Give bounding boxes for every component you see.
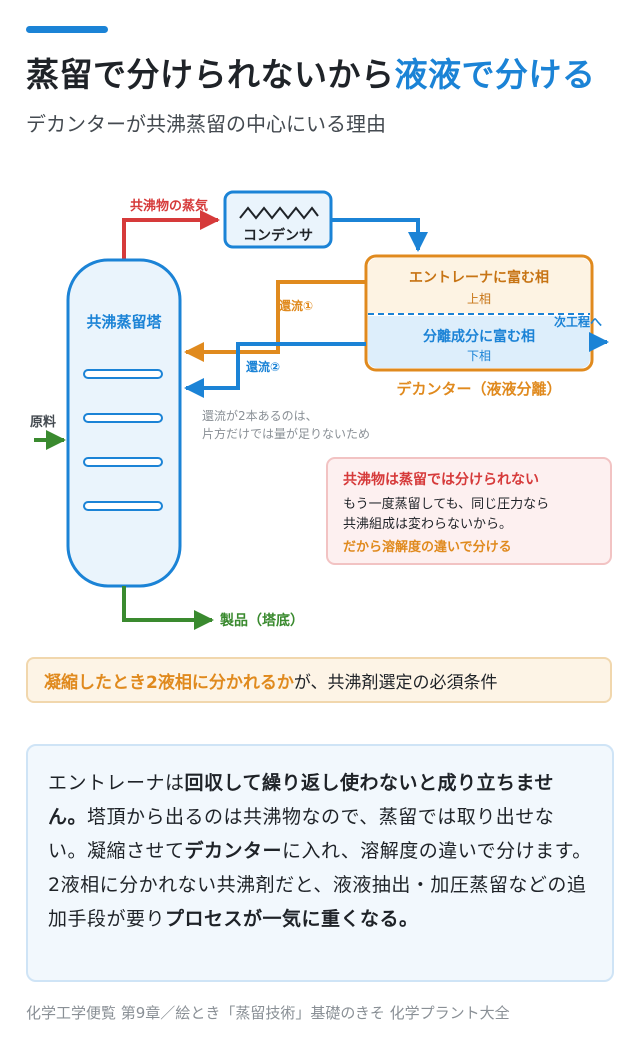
page-title: 蒸留で分けられないから液液で分ける — [26, 48, 596, 96]
note-strong: 凝縮したとき2液相に分かれるか — [44, 672, 294, 693]
explain-bold-2: デカンター — [184, 840, 283, 862]
decanter-lower-sub: 下相 — [467, 349, 491, 363]
column-tray — [83, 413, 163, 423]
decanter-lower-title: 分離成分に富む相 — [423, 328, 535, 345]
product-label: 製品（塔底） — [219, 612, 304, 629]
product-line — [122, 586, 214, 630]
callout-line1: もう一度蒸留しても、同じ圧力なら — [343, 496, 549, 512]
reflux-1-label: 還流① — [279, 298, 313, 313]
distillation-column: 共沸蒸留塔 — [66, 258, 182, 588]
callout-line3: だから溶解度の違いで分ける — [343, 539, 512, 555]
decanter: エントレーナに富む相 上相 分離成分に富む相 下相 — [364, 254, 594, 372]
reflux-note-line1: 還流が2本あるのは、 — [202, 408, 318, 423]
explain-text-3: に入れ、溶解度の違いで分けます。 2液相に分かれない共沸剤だと、液液抽出・加圧蒸… — [48, 840, 592, 930]
accent-bar — [26, 26, 108, 33]
process-diagram: 共沸物の蒸気 コンデンサ 共沸蒸留塔 エントレーナに富む相 上相 分離成分に富む… — [30, 190, 612, 630]
selection-condition-note: 凝縮したとき2液相に分かれるかが、共沸剤選定の必須条件 — [26, 657, 612, 703]
coil-icon — [239, 206, 319, 220]
decanter-upper-title: エントレーナに富む相 — [409, 269, 549, 286]
explain-bold-1: 回収して繰り返し使わないと成り立ちません。 — [48, 772, 554, 828]
title-part2-highlight: 液液で分ける — [394, 55, 596, 94]
reflux-note-line2: 片方だけでは量が足りないため — [202, 426, 370, 441]
vapor-line — [122, 210, 220, 262]
reflux-1-line — [184, 280, 366, 362]
title-part1: 蒸留で分けられないから — [26, 55, 395, 94]
reflux-2-label: 還流② — [246, 359, 280, 374]
column-tray — [83, 457, 163, 467]
column-label: 共沸蒸留塔 — [86, 313, 162, 331]
next-step-label: 次工程へ — [554, 314, 602, 329]
explain-bold-3: プロセスが一気に重くなる。 — [165, 908, 419, 930]
condenser: コンデンサ — [223, 190, 333, 249]
feed-label: 原料 — [30, 414, 56, 430]
callout-title: 共沸物は蒸留では分けられない — [343, 471, 539, 488]
reflux-2-line — [184, 342, 366, 398]
condenser-label: コンデンサ — [243, 227, 313, 244]
column-tray — [83, 369, 163, 379]
page-subtitle: デカンターが共沸蒸留の中心にいる理由 — [26, 112, 386, 136]
source-footer: 化学工学便覧 第9章／絵とき「蒸留技術」基礎のきそ 化学プラント大全 — [26, 1004, 510, 1022]
callout-line2: 共沸組成は変わらないから。 — [343, 516, 512, 532]
vapor-label: 共沸物の蒸気 — [130, 198, 208, 214]
column-tray — [83, 501, 163, 511]
decanter-upper-sub: 上相 — [467, 292, 491, 306]
note-rest: が、共沸剤選定の必須条件 — [293, 672, 498, 693]
callout-box: 共沸物は蒸留では分けられない もう一度蒸留しても、同じ圧力なら 共沸組成は変わら… — [326, 457, 612, 565]
explain-text-2: 塔頂から出るのは共沸物なので、蒸留では取り出せない。凝縮させて — [48, 806, 555, 862]
explanation-box: エントレーナは回収して繰り返し使わないと成り立ちません。塔頂から出るのは共沸物な… — [26, 744, 614, 982]
decanter-caption: デカンター（液液分離） — [396, 380, 561, 398]
condensate-line — [331, 218, 428, 252]
explain-text-1: エントレーナは — [48, 772, 185, 794]
